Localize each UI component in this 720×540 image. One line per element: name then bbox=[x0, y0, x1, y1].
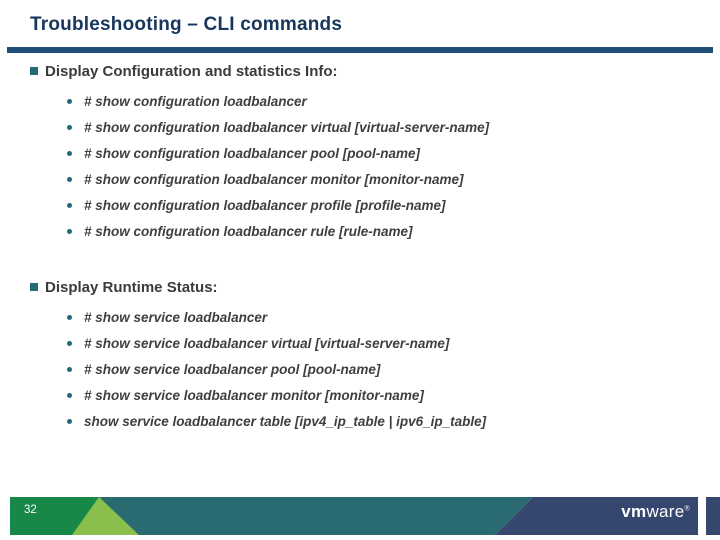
command-text: show service loadbalancer table [ipv4_ip… bbox=[84, 413, 487, 429]
list-item: # show configuration loadbalancer rule [… bbox=[67, 218, 710, 244]
dot-bullet-icon bbox=[67, 418, 72, 424]
section-runtime-status: Display Runtime Status: # show service l… bbox=[30, 278, 710, 434]
dot-bullet-icon bbox=[67, 340, 72, 346]
command-text: # show configuration loadbalancer monito… bbox=[84, 171, 464, 187]
command-text: # show service loadbalancer pool [pool-n… bbox=[84, 361, 381, 377]
square-bullet-icon bbox=[30, 67, 38, 75]
dot-bullet-icon bbox=[67, 366, 72, 372]
command-text: # show service loadbalancer bbox=[84, 309, 268, 325]
section-heading-label: Display Runtime Status: bbox=[45, 279, 218, 296]
dot-bullet-icon bbox=[67, 228, 72, 234]
list-item: # show configuration loadbalancer monito… bbox=[67, 166, 710, 192]
command-list: # show service loadbalancer # show servi… bbox=[30, 304, 710, 434]
section-heading: Display Runtime Status: bbox=[30, 278, 710, 298]
list-item: # show service loadbalancer monitor [mon… bbox=[67, 382, 710, 408]
dot-bullet-icon bbox=[67, 202, 72, 208]
dot-bullet-icon bbox=[67, 98, 72, 104]
command-text: # show configuration loadbalancer rule [… bbox=[84, 223, 413, 239]
list-item: # show configuration loadbalancer virtua… bbox=[67, 114, 710, 140]
dot-bullet-icon bbox=[67, 392, 72, 398]
section-heading: Display Configuration and statistics Inf… bbox=[30, 62, 710, 82]
dot-bullet-icon bbox=[67, 314, 72, 320]
vmware-logo-vm: vm bbox=[621, 502, 647, 521]
command-text: # show service loadbalancer monitor [mon… bbox=[84, 387, 424, 403]
page-title: Troubleshooting – CLI commands bbox=[30, 14, 343, 35]
list-item: # show configuration loadbalancer profil… bbox=[67, 192, 710, 218]
registered-mark-icon: ® bbox=[684, 505, 690, 513]
list-item: # show service loadbalancer virtual [vir… bbox=[67, 330, 710, 356]
footer-graphic bbox=[10, 497, 720, 535]
command-text: # show service loadbalancer virtual [vir… bbox=[84, 335, 450, 351]
dot-bullet-icon bbox=[67, 176, 72, 182]
command-list: # show configuration loadbalancer # show… bbox=[30, 88, 710, 244]
command-text: # show configuration loadbalancer virtua… bbox=[84, 119, 490, 135]
section-heading-label: Display Configuration and statistics Inf… bbox=[45, 63, 338, 80]
command-text: # show configuration loadbalancer profil… bbox=[84, 197, 446, 213]
list-item: # show service loadbalancer bbox=[67, 304, 710, 330]
vmware-logo: vmware® bbox=[621, 502, 690, 522]
square-bullet-icon bbox=[30, 283, 38, 291]
list-item: # show configuration loadbalancer bbox=[67, 88, 710, 114]
dot-bullet-icon bbox=[67, 150, 72, 156]
list-item: # show configuration loadbalancer pool [… bbox=[67, 140, 710, 166]
footer-bar: 32 vmware® bbox=[0, 495, 720, 540]
list-item: show service loadbalancer table [ipv4_ip… bbox=[67, 408, 710, 434]
command-text: # show configuration loadbalancer bbox=[84, 93, 307, 109]
command-text: # show configuration loadbalancer pool [… bbox=[84, 145, 421, 161]
dot-bullet-icon bbox=[67, 124, 72, 130]
page-number: 32 bbox=[24, 504, 37, 516]
vmware-logo-ware: ware bbox=[646, 502, 685, 521]
section-config-statistics: Display Configuration and statistics Inf… bbox=[30, 62, 710, 244]
list-item: # show service loadbalancer pool [pool-n… bbox=[67, 356, 710, 382]
title-divider bbox=[7, 47, 713, 53]
